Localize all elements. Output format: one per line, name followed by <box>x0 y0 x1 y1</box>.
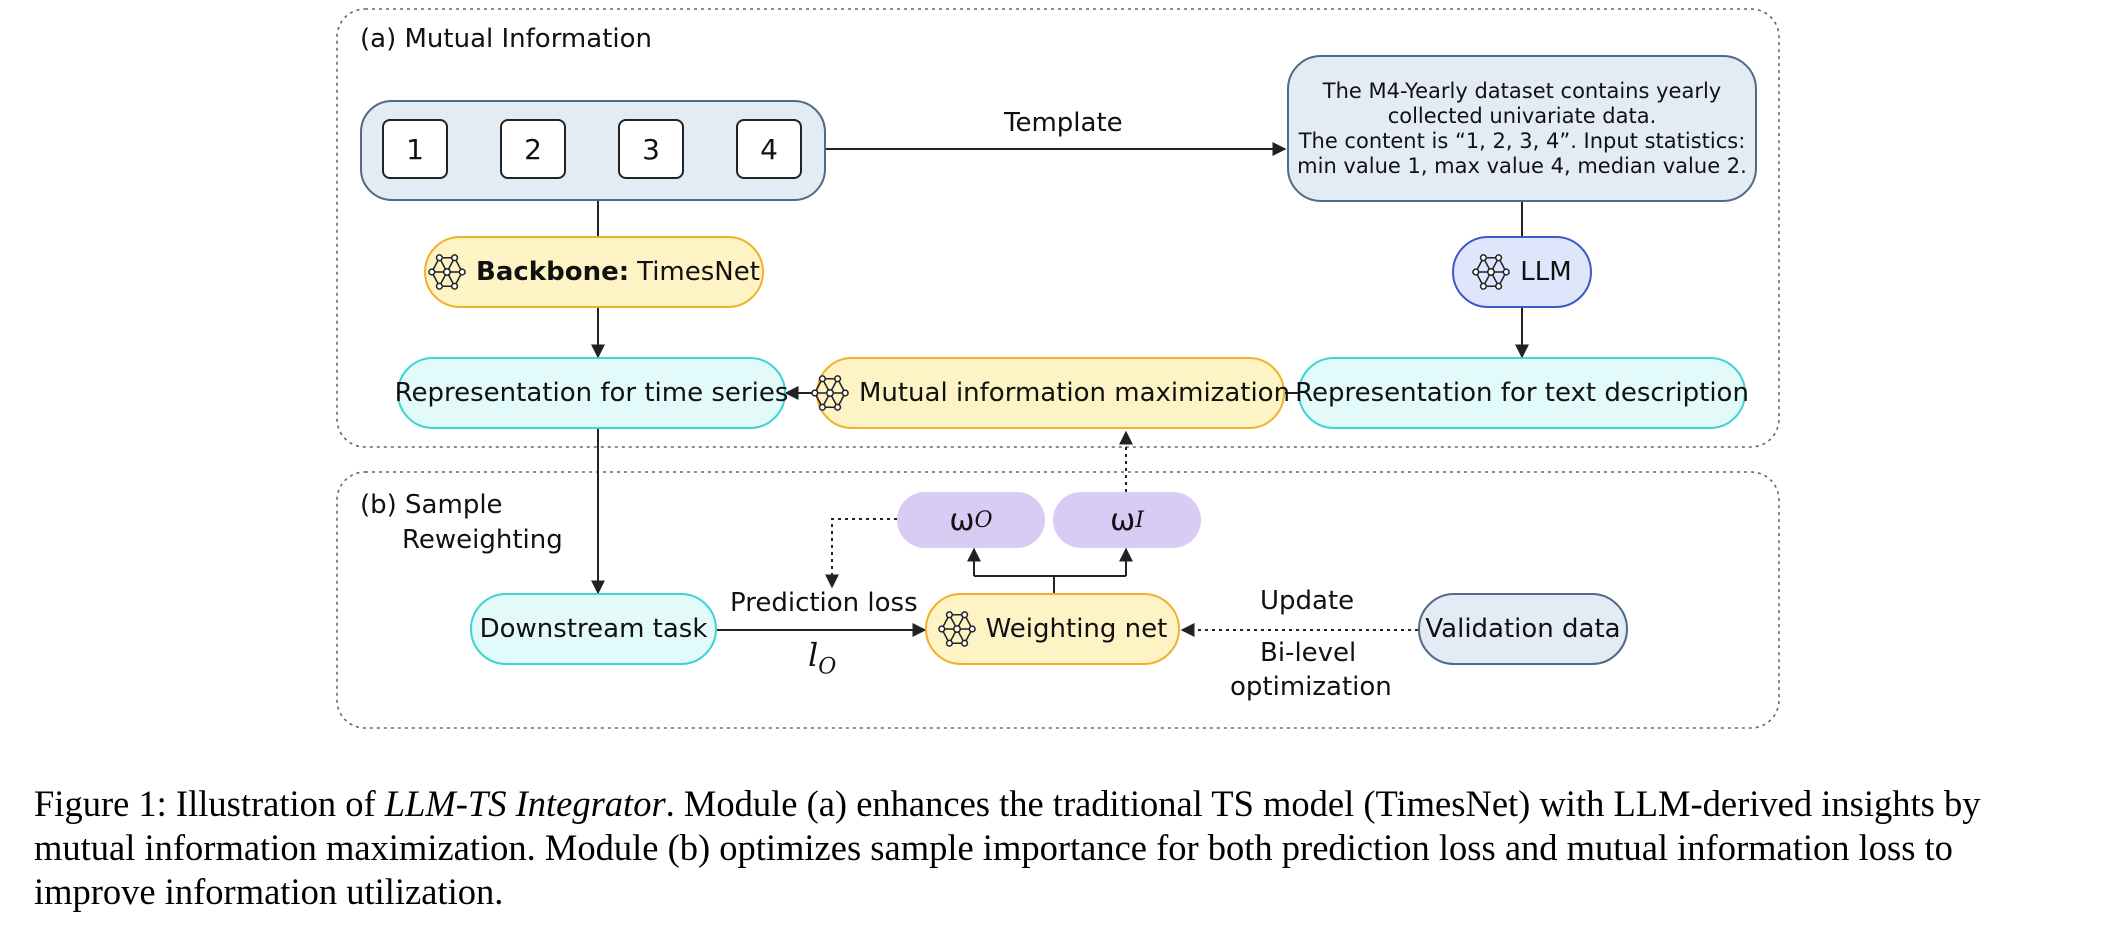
omega-i-subscript: I <box>1135 507 1144 533</box>
weighting-net-node: Weighting net <box>925 593 1180 665</box>
repr-time-series-node: Representation for time series <box>395 357 788 429</box>
omega-o-symbol: ω <box>949 502 975 538</box>
omega-i-symbol: ω <box>1110 502 1136 538</box>
text-description-line: The M4-Yearly dataset contains yearly <box>1322 78 1722 103</box>
text-description-line: The content is “1, 2, 3, 4”. Input stati… <box>1298 128 1746 153</box>
omega-o-subscript: O <box>974 507 993 533</box>
sequence-item-3: 3 <box>618 119 684 179</box>
omega-o-to-loss-arrow <box>825 518 897 589</box>
module-a-title: (a) Mutual Information <box>360 24 652 54</box>
validation-data-node: Validation data <box>1418 593 1628 665</box>
text-description-line: min value 1, max value 4, median value 2… <box>1297 153 1747 178</box>
llm-node: LLM <box>1452 236 1592 308</box>
neural-network-icon <box>428 254 466 290</box>
mi-maximization-label: Mutual information maximization <box>858 378 1291 408</box>
text-description-box: The M4-Yearly dataset contains yearly co… <box>1287 55 1757 202</box>
module-b-title-line2: Reweighting <box>402 525 563 555</box>
loss-symbol-letter: l <box>808 636 819 674</box>
backbone-node: Backbone: TimesNet <box>424 236 764 308</box>
sequence-item-1: 1 <box>382 119 448 179</box>
update-label: Update <box>1260 586 1355 616</box>
sequence-item-2: 2 <box>500 119 566 179</box>
prediction-loss-label: Prediction loss <box>730 588 918 618</box>
llm-label: LLM <box>1520 257 1572 287</box>
downstream-task-node: Downstream task <box>470 593 717 665</box>
bilevel-label-line1: Bi-level <box>1260 638 1357 668</box>
neural-network-icon <box>1472 254 1511 290</box>
figure-caption: Figure 1: Illustration of LLM-TS Integra… <box>34 782 2074 914</box>
caption-text: . Module (a) enhances the traditional TS… <box>34 783 1981 912</box>
sequence-item-4: 4 <box>736 119 802 179</box>
backbone-bold-label: Backbone: <box>476 257 630 287</box>
caption-name: LLM-TS Integrator <box>384 783 666 824</box>
loss-subscript: O <box>818 654 837 680</box>
neural-network-icon <box>811 375 849 411</box>
neural-network-icon <box>937 611 976 647</box>
caption-prefix: Figure 1: Illustration of <box>34 783 385 824</box>
bilevel-label-line2: optimization <box>1230 672 1392 702</box>
template-label: Template <box>1004 108 1123 138</box>
module-b-title-line1: (b) Sample <box>360 490 503 520</box>
module-b-frame <box>336 471 1780 729</box>
backbone-name: TimesNet <box>637 257 760 287</box>
text-description-line: collected univariate data. <box>1387 103 1657 128</box>
mi-maximization-node: Mutual information maximization <box>811 357 1290 429</box>
weighting-net-label: Weighting net <box>985 614 1168 644</box>
loss-symbol: lO <box>808 636 836 679</box>
module-a-frame <box>336 8 1780 448</box>
repr-text-description-node: Representation for text description <box>1295 357 1749 429</box>
